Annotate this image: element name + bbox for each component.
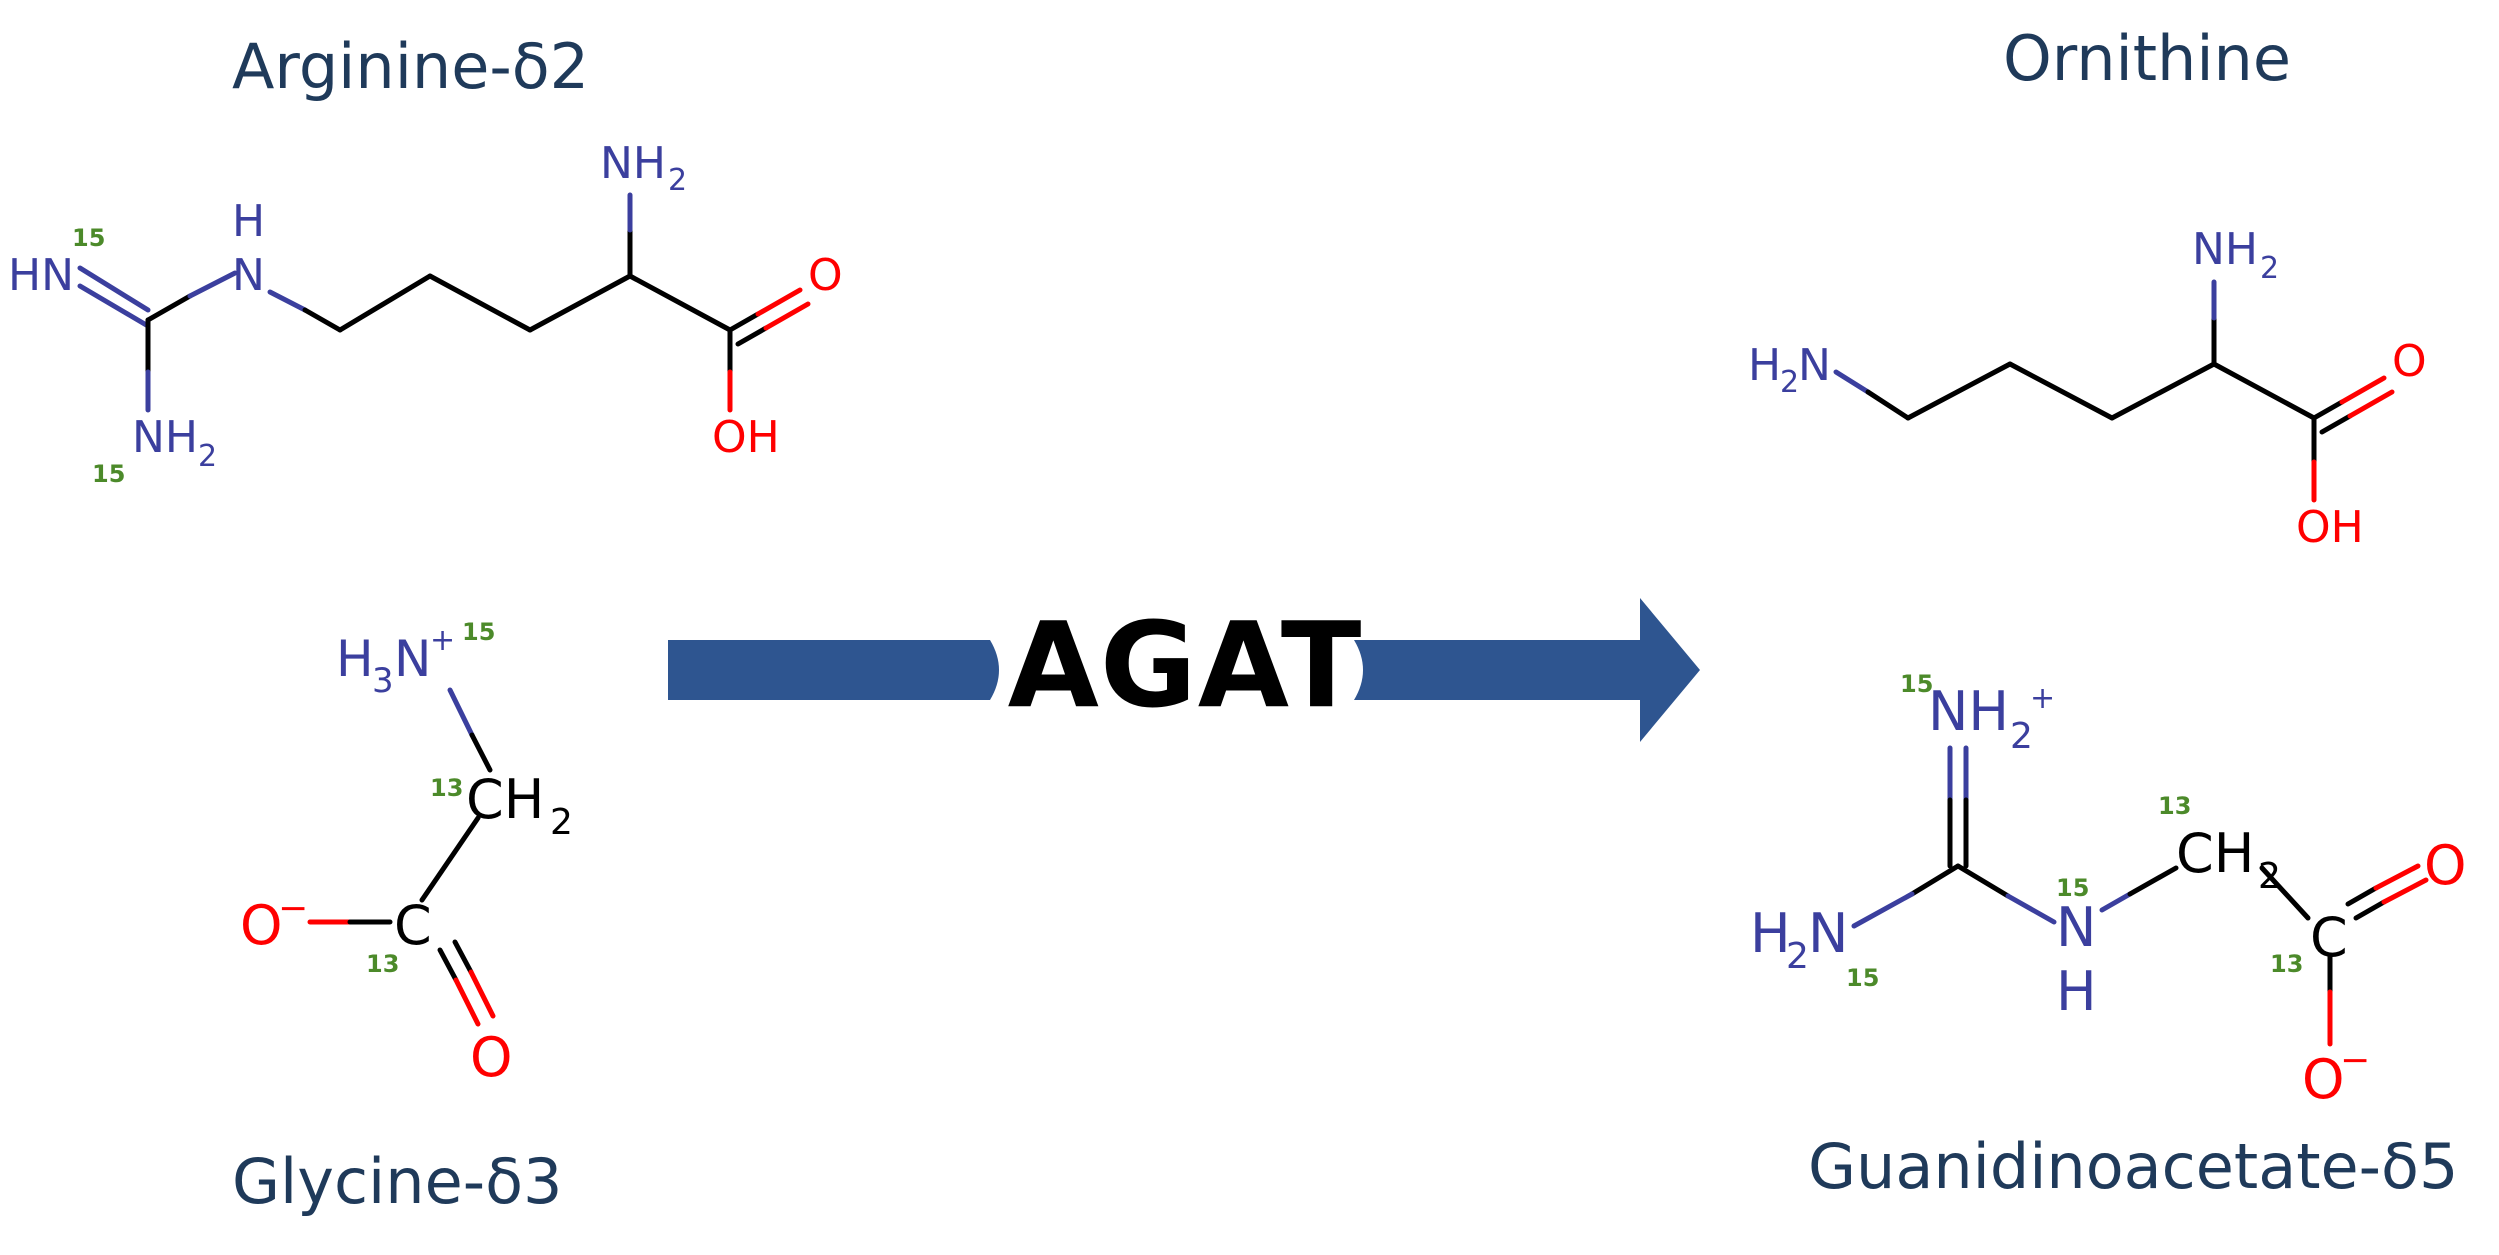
glycine-isotope-c: 13	[366, 950, 399, 978]
gaa-h2n-sub: 2	[1786, 936, 1809, 977]
ornithine-h2n-sub: 2	[1780, 365, 1799, 400]
gaa-isotope-c: 13	[2270, 950, 2303, 978]
reaction-arrow	[668, 598, 1700, 742]
guanidinoacetate-structure: 15 NH 2 + H 2 N 15 15 N H 13 CH 2 13 C O…	[1750, 670, 2467, 1111]
ornithine-nh2-top-sub: 2	[2260, 251, 2279, 286]
glycine-o: O	[470, 1026, 513, 1089]
ornithine-oh: OH	[2296, 502, 2364, 553]
arginine-nh-h: H	[232, 196, 265, 247]
arginine-o: O	[808, 250, 843, 301]
gaa-plus: +	[2030, 681, 2055, 716]
arrow-head	[1354, 598, 1700, 742]
gaa-o: O	[2424, 834, 2467, 897]
ornithine-h2n-n: N	[1798, 340, 1831, 391]
glycine-ch2: CH	[466, 768, 544, 831]
arginine-title: Arginine-δ2	[232, 30, 590, 103]
glycine-h3n-h: H	[336, 630, 374, 688]
arginine-nh2-bottom-sub: 2	[198, 439, 217, 474]
glycine-isotope-ch2: 13	[430, 774, 463, 802]
glycine-h3n-sub: 3	[372, 661, 394, 701]
gaa-isotope-nh: 15	[2056, 874, 2089, 902]
arginine-structure: NH 2 O OH H N HN NH 2 15 15	[8, 138, 843, 488]
glycine-ch2-sub: 2	[550, 802, 573, 843]
gaa-isotope-ch2: 13	[2158, 792, 2191, 820]
gaa-n: N	[2056, 896, 2096, 959]
ornithine-structure: NH 2 H 2 N O OH	[1748, 224, 2427, 553]
gaa-h: H	[2056, 960, 2097, 1023]
ornithine-h2n-h: H	[1748, 340, 1781, 391]
gaa-o-minus: O	[2302, 1048, 2345, 1111]
gaa-nh2plus-sub: 2	[2010, 716, 2033, 757]
gaa-minus: −	[2340, 1040, 2370, 1081]
guanidinoacetate-title: Guanidinoacetate-δ5	[1808, 1130, 2459, 1203]
enzyme-label: AGAT	[1007, 596, 1363, 734]
arginine-nh-n: N	[232, 250, 265, 301]
glycine-o-minus: O	[240, 894, 283, 957]
arginine-hn: HN	[8, 250, 74, 301]
ornithine-title: Ornithine	[2003, 22, 2291, 95]
gaa-h2n-h: H	[1750, 902, 1791, 965]
glycine-minus: −	[278, 888, 308, 929]
arginine-nh2-top: NH	[600, 138, 666, 189]
gaa-c: C	[2310, 906, 2348, 969]
arginine-nh2-top-sub: 2	[668, 163, 687, 198]
arginine-isotope-nh2: 15	[92, 460, 125, 488]
gaa-ch2: CH	[2176, 822, 2254, 885]
glycine-structure: H 3 N + 15 CH 2 13 C 13 O − O	[240, 618, 573, 1089]
ornithine-nh2-top: NH	[2192, 224, 2258, 275]
glycine-isotope-n: 15	[462, 618, 495, 646]
ornithine-o: O	[2392, 336, 2427, 387]
gaa-nh2plus: NH	[1928, 680, 2009, 743]
gaa-h2n-n: N	[1808, 902, 1848, 965]
gaa-isotope-h2n: 15	[1846, 964, 1879, 992]
arginine-nh2-bottom: NH	[132, 412, 198, 463]
gaa-isotope-nh2plus: 15	[1900, 670, 1933, 698]
arginine-isotope-hn: 15	[72, 224, 105, 252]
arrow-shaft-left	[668, 640, 999, 700]
glycine-n: N	[394, 630, 431, 688]
arginine-oh: OH	[712, 412, 780, 463]
glycine-c: C	[394, 894, 432, 957]
glycine-n-plus: +	[430, 623, 455, 658]
gaa-ch2-sub: 2	[2258, 856, 2281, 897]
glycine-title: Glycine-δ3	[232, 1145, 563, 1218]
